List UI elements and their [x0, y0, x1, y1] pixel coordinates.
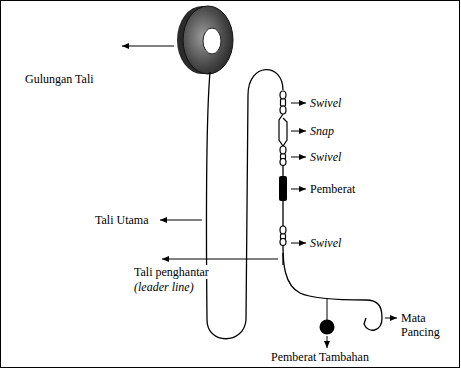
- tick-mark: [282, 253, 283, 265]
- swivel-symbol: [280, 91, 286, 114]
- sinker-label: Pemberat: [309, 182, 356, 196]
- line-segment: [282, 166, 283, 176]
- swivel-symbol: [280, 226, 286, 246]
- main-line: [206, 70, 283, 339]
- swivel-symbol: [280, 146, 286, 166]
- leader-line-label: (leader line): [133, 280, 195, 294]
- snap-symbol: [279, 114, 287, 146]
- reel-label: Gulungan Tali: [24, 72, 95, 86]
- swivel-label: Swivel: [309, 236, 342, 250]
- leader-line-label: Tali penghantar: [133, 265, 210, 279]
- hook: [364, 300, 382, 330]
- swivel-label: Swivel: [309, 96, 342, 110]
- line-segment: [282, 201, 283, 226]
- snap-label: Snap: [309, 124, 335, 138]
- callout-arrows: [122, 46, 397, 348]
- extra-sinker-label: Pemberat Tambahan: [270, 350, 370, 364]
- hook-label: Mata Pancing: [400, 311, 454, 339]
- extra-sinker: [320, 320, 335, 335]
- leader-line: [283, 246, 366, 300]
- sinker: [279, 176, 287, 201]
- main-line-label: Tali Utama: [94, 213, 149, 227]
- weight-link: [327, 299, 328, 320]
- line-reel: [177, 6, 233, 74]
- swivel-label: Swivel: [309, 150, 342, 164]
